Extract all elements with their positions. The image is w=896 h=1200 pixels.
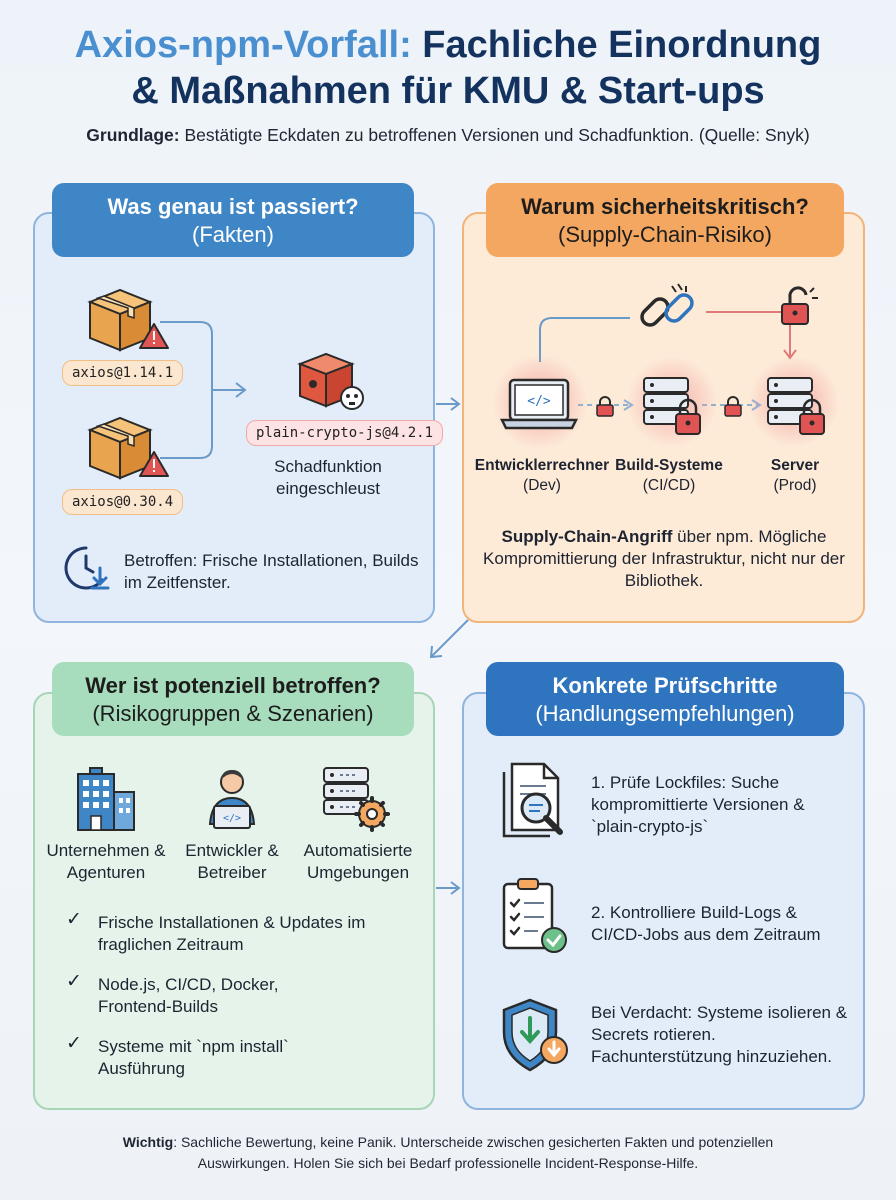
node-dev-sub: (Dev) [523,477,561,494]
check-icon: ✓ [66,971,82,992]
build-server-icon [626,356,718,448]
affected-text: Betroffen: Frische Installationen, Build… [124,551,419,592]
panel-steps-heading: Konkrete Prüfschritte [552,673,778,698]
laptop-icon: </> [492,354,588,450]
risk-description: Supply-Chain-Angriff über npm. Mögliche … [482,526,846,592]
check-icon: ✓ [66,1033,82,1054]
panel-facts-header: Was genau ist passiert? (Fakten) [52,183,414,257]
padlock-icon [596,396,614,417]
subtitle-bold: Grundlage: [86,125,180,145]
malicious-caption: Schadfunktion eingeschleust [274,457,382,498]
document-search-icon [502,762,563,838]
node-build-label: Build-Systeme [615,457,723,474]
panel-facts [33,212,435,623]
node-prod-label: Server [770,457,820,474]
panel-facts-heading: Was genau ist passiert? [107,194,359,219]
check-item-2: Node.js, CI/CD, Docker, Frontend-Builds [98,975,279,1016]
panel-risk-subheading: (Supply-Chain-Risiko) [558,222,772,247]
package-box-icon [87,288,169,352]
panel-facts-subheading: (Fakten) [192,222,274,247]
title-rest: Fachliche Einordnung [411,24,822,66]
panel-who [33,692,435,1110]
check-item-1: Frische Installationen & Updates im frag… [98,913,366,954]
prod-server-icon [748,356,840,448]
panel-who-subheading: (Risikogruppen & Szenarien) [92,701,374,726]
step-1: 1. Prüfe Lockfiles: Suche kompromittiert… [591,773,805,836]
page-title: Axios-npm-Vorfall: Fachliche Einordnung … [0,22,896,114]
svg-text:</>: </> [527,394,551,409]
subtitle: Grundlage: Bestätigte Eckdaten zu betrof… [0,125,896,146]
developer-icon: </> [208,770,256,829]
node-build: Build-Systeme (CI/CD) [604,456,734,496]
panel-steps-header: Konkrete Prüfschritte (Handlungsempfehlu… [486,662,844,736]
malicious-package-icon [297,352,364,410]
risk-desc-rest: über npm. Mögliche Kompromittierung der … [483,527,845,590]
clipboard-check-icon [502,878,567,953]
shield-warning-icon [502,998,568,1072]
footer-note: Wichtig: Sachliche Bewertung, keine Pani… [0,1132,896,1174]
panel-risk-header: Warum sicherheitskritisch? (Supply-Chain… [486,183,844,257]
step-3: Bei Verdacht: Systeme isolieren & Secret… [591,1003,848,1066]
step-2: 2. Kontrolliere Build-Logs & CI/CD-Jobs … [591,903,821,944]
panel-steps-subheading: (Handlungsempfehlungen) [535,701,795,726]
footer-bold: Wichtig [122,1134,174,1150]
panel-who-heading: Wer ist potenziell betroffen? [85,673,381,698]
server-gear-icon [323,767,390,832]
group-automation: Automatisierte Umgebungen [303,841,413,882]
title-accent: Axios-npm-Vorfall: [74,24,412,66]
clock-download-icon [64,546,110,590]
panel-risk-heading: Warum sicherheitskritisch? [521,194,809,219]
office-building-icon [77,767,135,831]
panel-who-header: Wer ist potenziell betroffen? (Risikogru… [52,662,414,736]
version-tag-b: axios@0.30.4 [62,489,184,515]
unlocked-padlock-icon [781,286,818,325]
group-companies: Unternehmen & Agenturen [46,841,166,882]
version-tag-a: axios@1.14.1 [62,360,184,386]
check-icon: ✓ [66,909,82,930]
check-item-3: Systeme mit `npm install` Ausführung [98,1037,289,1078]
node-prod: Server (Prod) [750,456,840,496]
node-build-sub: (CI/CD) [642,477,696,494]
package-box-icon [87,416,169,480]
node-dev-label: Entwicklerrechner [474,457,610,474]
node-dev: Entwicklerrechner (Dev) [472,456,612,496]
group-developers: Entwickler & Betreiber [185,841,279,882]
padlock-icon [724,396,742,417]
title-line2: & Maßnahmen für KMU & Start-ups [131,70,765,112]
broken-chain-icon [640,283,694,327]
svg-text:</>: </> [223,813,241,824]
risk-desc-bold: Supply-Chain-Angriff [501,527,673,546]
subtitle-text: Bestätigte Eckdaten zu betroffenen Versi… [179,125,810,145]
malicious-pkg-tag: plain-crypto-js@4.2.1 [246,420,444,446]
footer-text: : Sachliche Bewertung, keine Panik. Unte… [173,1134,774,1171]
node-prod-sub: (Prod) [773,477,817,494]
